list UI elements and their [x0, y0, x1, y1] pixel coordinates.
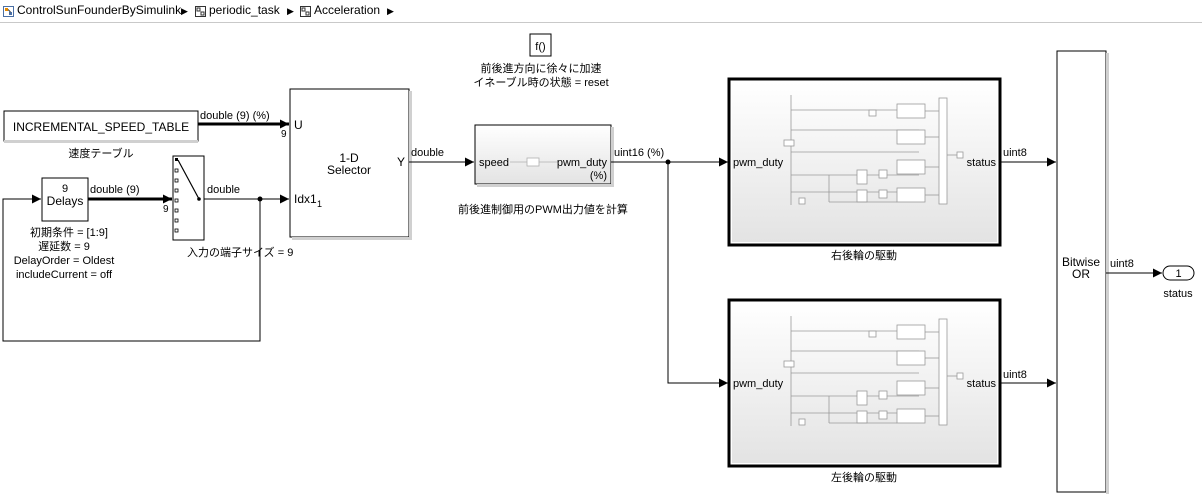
selector-title: 1-D: [339, 151, 359, 165]
signal-label-double9pct: double (9) (%): [200, 110, 270, 122]
signal-label-uint8: uint8: [1003, 147, 1027, 159]
signal-label-uint8: uint8: [1003, 369, 1027, 381]
function-call-block[interactable]: f(): [529, 33, 552, 57]
right-wheel-port-in: pwm_duty: [733, 157, 784, 169]
feedback-line[interactable]: [2, 194, 261, 342]
left-wheel-port-in: pwm_duty: [733, 378, 784, 390]
breadcrumb-arrow-icon: ▶: [181, 6, 188, 16]
left-wheel-caption: 左後輪の駆動: [831, 470, 897, 484]
pwm-subsystem-block[interactable]: speed pwm_duty (%): [474, 124, 614, 187]
outport-number: 1: [1175, 268, 1181, 280]
selector-block[interactable]: 1-D Selector U Idx1 1 Y: [289, 88, 412, 240]
bitwise-or-label: Bitwise: [1062, 255, 1100, 269]
delay-param-initial: 初期条件 = [1:9]: [30, 225, 108, 239]
bitwise-or-block[interactable]: Bitwise OR: [1056, 50, 1109, 494]
function-call-label: f(): [535, 41, 545, 53]
delay-param-include: includeCurrent = off: [16, 269, 113, 281]
function-call-annotation: 前後進方向に徐々に加速: [481, 61, 602, 75]
signal-label-uint16: uint16 (%): [614, 147, 664, 159]
signal-width-label: 9: [281, 129, 287, 140]
breadcrumb-arrow-icon: ▶: [287, 6, 294, 16]
pwm-subsystem-caption: 前後進制御用のPWM出力値を計算: [458, 202, 628, 216]
subsystem-icon[interactable]: [195, 4, 206, 17]
delay-param-length: 遅延数 = 9: [38, 240, 90, 253]
selector-port-y: Y: [397, 155, 405, 169]
selector-port-u: U: [294, 118, 303, 132]
right-wheel-port-out: status: [967, 157, 997, 169]
signal-line-pwm-to-left[interactable]: [667, 162, 728, 388]
lookup-table-caption: 速度テーブル: [68, 146, 133, 160]
signal-label-double9: double (9): [90, 184, 140, 196]
selector-title-sub: Selector: [327, 163, 371, 177]
left-wheel-subsystem-block[interactable]: pwm_duty status: [727, 298, 1002, 468]
signal-label-uint8: uint8: [1110, 258, 1134, 270]
lookup-table-name: INCREMENTAL_SPEED_TABLE: [13, 120, 189, 134]
breadcrumb-item-acceleration[interactable]: Acceleration: [314, 3, 381, 17]
selector-port-idx: Idx1: [294, 192, 317, 206]
pwm-port-duty: pwm_duty: [557, 157, 608, 169]
breadcrumb-arrow-icon: ▶: [387, 6, 394, 16]
bitwise-or-label-sub: OR: [1072, 267, 1090, 281]
delay-count-label: 9: [62, 183, 68, 195]
lookup-table-block[interactable]: INCREMENTAL_SPEED_TABLE: [3, 110, 199, 143]
delay-param-order: DelayOrder = Oldest: [14, 255, 115, 267]
signal-label-double: double: [207, 184, 240, 196]
signal-width-label: 9: [163, 204, 169, 215]
selector-port-idx-sub: 1: [317, 199, 322, 209]
right-wheel-subsystem-block[interactable]: pwm_duty status: [727, 77, 1002, 247]
left-wheel-port-out: status: [967, 378, 997, 390]
subsystem-icon[interactable]: [300, 4, 311, 17]
enable-state-annotation: イネーブル時の状態 = reset: [473, 75, 608, 89]
outport-label: status: [1163, 288, 1193, 300]
outport-block[interactable]: 1: [1162, 265, 1195, 281]
breadcrumb-item-model[interactable]: ControlSunFounderBySimulink: [17, 3, 182, 17]
multiport-switch-block[interactable]: [172, 155, 205, 241]
pwm-port-speed: speed: [479, 157, 509, 169]
breadcrumb-item-periodic-task[interactable]: periodic_task: [209, 3, 280, 17]
model-icon[interactable]: [3, 4, 14, 17]
pwm-port-unit: (%): [590, 170, 607, 182]
breadcrumb: ControlSunFounderBySimulink ▶ periodic_t…: [0, 0, 1202, 23]
switch-caption: 入力の端子サイズ = 9: [187, 245, 293, 259]
delay-block-name: Delays: [47, 194, 84, 208]
right-wheel-caption: 右後輪の駆動: [831, 248, 897, 262]
delay-block[interactable]: 9 Delays: [41, 177, 89, 222]
signal-label-double: double: [411, 147, 444, 159]
